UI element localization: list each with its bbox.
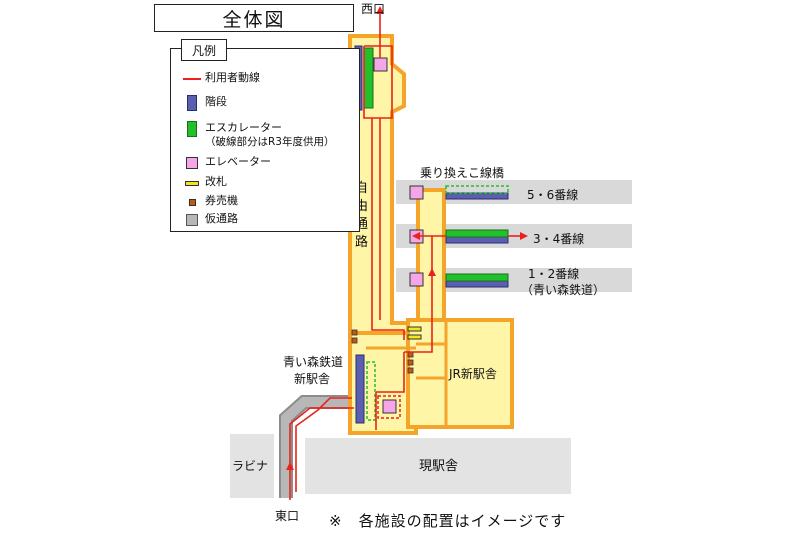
legend-item-escalator: エスカレーター（破線部分はR3年度供用） bbox=[179, 121, 334, 149]
arrow-east-exit bbox=[286, 462, 294, 470]
legend-item-temporary: 仮通路 bbox=[179, 212, 238, 228]
east-exit-label: 東口 bbox=[275, 509, 299, 523]
west-exit-label: 西口 bbox=[361, 2, 385, 16]
elevator-aoimori-dashed-area bbox=[377, 395, 401, 419]
legend-item-ticket: 券売機 bbox=[179, 194, 238, 210]
lavina-label: ラビナ bbox=[232, 459, 268, 473]
aoimori-station-label-2: 新駅舎 bbox=[294, 371, 330, 386]
escalator-56-dashed bbox=[445, 185, 509, 194]
escalator-icon bbox=[179, 121, 205, 137]
track-34-label: 3・4番線 bbox=[533, 231, 584, 246]
free-passage-char-3: 路 bbox=[355, 234, 368, 250]
escalator-group bbox=[363, 47, 509, 282]
elevator-west bbox=[373, 57, 388, 72]
track-12-sub-label: （青い森鉄道） bbox=[521, 282, 605, 297]
legend-item-stairs: 階段 bbox=[179, 95, 227, 111]
escalator-aoimori-dashed bbox=[366, 361, 376, 421]
temporary-passage-icon bbox=[179, 212, 205, 228]
ticket-machine-icon bbox=[179, 194, 205, 210]
stairs-56 bbox=[445, 192, 509, 200]
legend-item-gate: 改札 bbox=[179, 175, 227, 191]
escalator-34 bbox=[445, 229, 509, 238]
elevator-aoimori bbox=[382, 399, 397, 414]
jr-new-station-label: JR新駅舎 bbox=[448, 366, 497, 381]
arrow-transfer bbox=[428, 268, 436, 276]
legend-heading: 凡例 bbox=[181, 39, 227, 61]
lavina-building bbox=[230, 434, 274, 498]
elevator-icon bbox=[179, 155, 205, 171]
track-12-label: 1・2番線 bbox=[528, 266, 579, 281]
escalator-west bbox=[363, 47, 374, 109]
aoimori-station-label-1: 青い森鉄道 bbox=[283, 354, 343, 369]
map-title: 全体図 bbox=[154, 4, 354, 32]
transfer-bridge-building bbox=[416, 188, 446, 322]
transfer-bridge-label: 乗り換えこ線橋 bbox=[420, 165, 504, 180]
arrow-elevator-34 bbox=[412, 232, 420, 240]
current-station-label: 現駅舎 bbox=[419, 459, 458, 474]
stairs-aoimori bbox=[355, 354, 365, 424]
legend-item-route: 利用者動線 bbox=[179, 71, 260, 87]
elevator-56 bbox=[409, 185, 424, 200]
route-line-icon bbox=[179, 71, 205, 87]
stairs-34 bbox=[445, 236, 509, 244]
jr-new-station-building bbox=[406, 318, 514, 429]
elevator-12 bbox=[409, 272, 424, 287]
stairs-icon bbox=[179, 95, 205, 111]
arrow-west-exit bbox=[376, 6, 384, 14]
legend: 凡例 利用者動線 階段 エスカレーター（破線部分はR3年度供用） エレベーター … bbox=[170, 39, 360, 232]
stairs-12 bbox=[445, 280, 509, 288]
gate-group bbox=[407, 326, 422, 340]
escalator-sub-label: （破線部分はR3年度供用） bbox=[205, 136, 335, 148]
track-56-label: 5・6番線 bbox=[527, 187, 578, 202]
gate-icon bbox=[179, 175, 205, 191]
arrow-track-34 bbox=[520, 232, 528, 240]
current-station-building bbox=[303, 436, 573, 496]
escalator-12 bbox=[445, 273, 509, 282]
layout-note: ※ 各施設の配置はイメージです bbox=[329, 512, 567, 530]
legend-item-elevator: エレベーター bbox=[179, 155, 271, 171]
